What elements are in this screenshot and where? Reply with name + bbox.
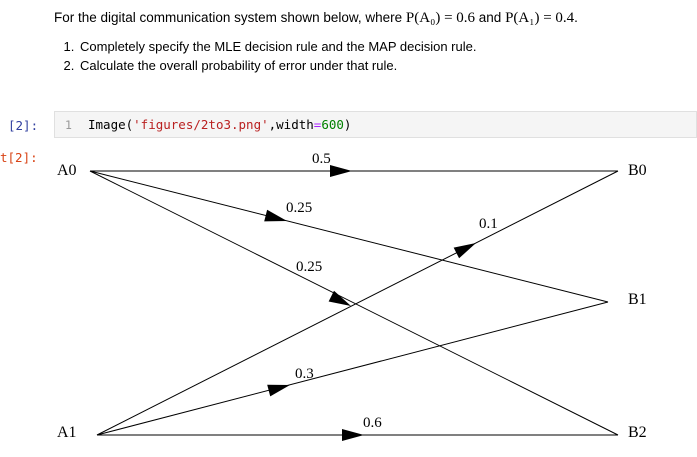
edge-a1-b0 [96,170,619,436]
task-list: Completely specify the MLE decision rule… [54,37,694,75]
input-prompt: [2]: [8,118,39,133]
channel-diagram: A0 A1 B0 B1 B2 0.5 0.25 0.25 0.1 0.3 0.6 [54,145,697,457]
arrow-a1-b1 [267,384,290,397]
edge-a0-b1 [89,170,609,303]
markdown-cell: For the digital communication system sho… [54,8,694,75]
code-number: 600 [321,117,344,132]
arrow-a0-b2 [328,290,351,306]
edge-a1-b1 [96,301,609,436]
edge-label-a1-b0: 0.1 [479,216,498,232]
node-a0-label: A0 [57,162,77,179]
period-text: . [574,10,578,25]
arrow-a0-b1 [264,209,287,222]
task-item-1: Completely specify the MLE decision rule… [78,37,694,56]
edge-a0-b2 [89,170,619,436]
channel-diagram-svg: A0 A1 B0 B1 B2 0.5 0.25 0.25 0.1 0.3 0.6 [57,151,647,441]
code-func: Image( [88,117,134,132]
code-line[interactable]: Image('figures/2to3.png',width=600) [88,117,351,132]
node-b1-label: B1 [628,291,647,308]
code-string: 'figures/2to3.png' [133,117,269,132]
edge-label-a1-b1: 0.3 [295,366,314,382]
edge-label-a1-b2: 0.6 [363,415,382,431]
node-b2-label: B2 [628,424,647,441]
code-kwarg: ,width [268,117,314,132]
code-close-paren: ) [343,117,352,132]
arrow-a0-b0 [330,165,352,177]
task-item-2: Calculate the overall probability of err… [78,56,694,75]
output-prompt: t[2]: [0,150,38,165]
edge-label-a0-b0: 0.5 [312,151,331,167]
line-number: 1 [65,118,72,132]
arrow-a1-b2 [342,429,364,441]
edge-label-a0-b1: 0.25 [286,200,312,216]
edge-label-a0-b2: 0.25 [296,259,322,275]
and-text: and [475,10,506,25]
problem-statement: For the digital communication system sho… [54,8,694,28]
node-b0-label: B0 [628,162,647,179]
code-cell-editor[interactable]: 1 Image('figures/2to3.png',width=600) [54,111,697,138]
prob-a1-math: P(A₁) = 0.4 [505,10,575,26]
code-operator: = [313,117,322,132]
intro-text: For the digital communication system sho… [54,10,406,25]
node-a1-label: A1 [57,424,77,441]
arrow-a1-b0 [453,243,476,259]
prob-a0-math: P(A₀) = 0.6 [405,10,476,26]
